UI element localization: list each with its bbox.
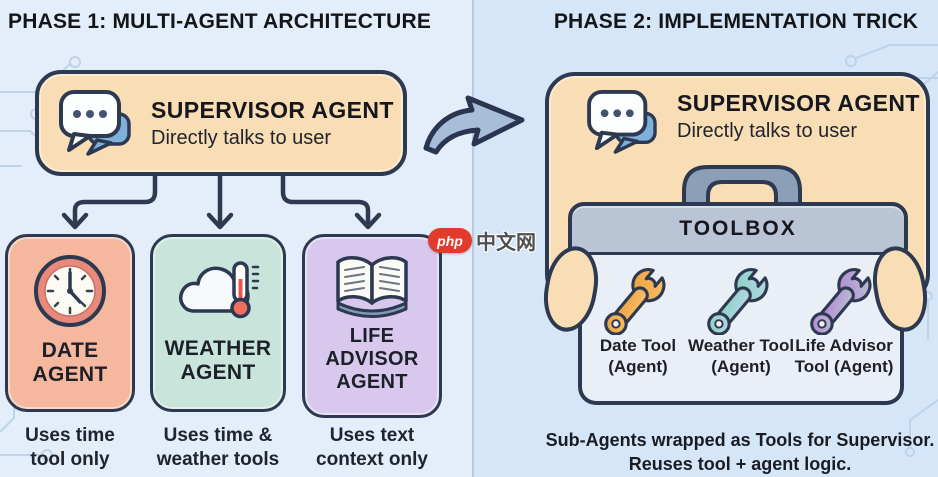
php-logo-icon: php xyxy=(428,228,472,253)
chat-bubbles-icon xyxy=(587,90,657,154)
agent-label: LIFE ADVISOR AGENT xyxy=(325,325,419,393)
toolbox-lid: TOOLBOX xyxy=(568,202,908,256)
supervisor-subtitle: Directly talks to user xyxy=(151,126,332,149)
wrench-icon xyxy=(707,268,769,335)
wrench-icon xyxy=(604,268,666,335)
supervisor-title: SUPERVISOR AGENT xyxy=(677,90,920,116)
cloud-thermometer-icon xyxy=(179,261,260,319)
agent-label: WEATHER AGENT xyxy=(164,337,272,385)
date-agent-card: DATE AGENT xyxy=(5,234,135,412)
tool-label: Life Advisor Tool (Agent) xyxy=(794,336,894,377)
tool-label: Weather Tool (Agent) xyxy=(687,336,795,377)
tool-label: Date Tool (Agent) xyxy=(599,336,677,377)
clock-icon xyxy=(34,255,106,327)
life-advisor-tool: Life Advisor Tool (Agent) xyxy=(794,261,894,401)
phase2-title: PHASE 2: IMPLEMENTATION TRICK xyxy=(553,10,919,33)
open-book-icon xyxy=(336,256,408,318)
supervisor-title: SUPERVISOR AGENT xyxy=(151,96,394,123)
phase1-supervisor-card: SUPERVISOR AGENT Directly talks to user xyxy=(35,70,407,176)
supervisor-subtitle: Directly talks to user xyxy=(677,120,858,142)
agent-label: DATE AGENT xyxy=(32,339,108,387)
transition-arrow-icon xyxy=(423,95,525,155)
chat-bubbles-icon xyxy=(59,90,131,156)
weather-agent-caption: Uses time &weather tools xyxy=(156,425,280,470)
php-cn-watermark: php 中文网 xyxy=(428,226,536,255)
toolbox-body: Date Tool (Agent) Weather Tool (Agent) xyxy=(578,255,904,405)
phase1-title: PHASE 1: MULTI-AGENT ARCHITECTURE xyxy=(8,10,432,33)
toolbox-handle-icon xyxy=(682,165,802,207)
weather-tool: Weather Tool (Agent) xyxy=(688,261,794,401)
branch-arrows xyxy=(61,176,382,230)
toolbox-label: TOOLBOX xyxy=(679,217,797,240)
date-tool: Date Tool (Agent) xyxy=(588,261,688,401)
phase2-caption: Sub-Agents wrapped as Tools for Supervis… xyxy=(545,430,935,475)
watermark-text: 中文网 xyxy=(476,232,536,254)
wrench-icon xyxy=(810,268,872,335)
life-advisor-agent-card: LIFE ADVISOR AGENT xyxy=(302,234,442,418)
weather-agent-card: WEATHER AGENT xyxy=(150,234,286,412)
